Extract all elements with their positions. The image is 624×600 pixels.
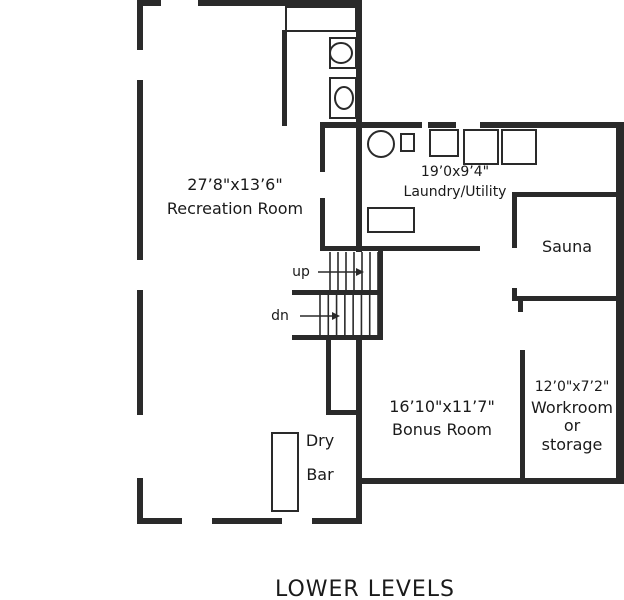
dryer <box>501 129 537 165</box>
wall-laundry-top-1 <box>320 122 422 128</box>
wall-sauna-left-stub <box>512 288 517 300</box>
dry-bar-line1: Dry <box>306 431 334 450</box>
plan-title: LOWER LEVELS <box>275 577 455 600</box>
laundry-sink <box>367 207 415 233</box>
wall-sauna-top <box>512 192 620 197</box>
wall-bath-left <box>282 30 287 126</box>
wall-sauna-bottom <box>512 296 620 301</box>
washer <box>463 129 499 165</box>
wall-left-mid1 <box>137 80 143 260</box>
dry-bar-counter <box>271 432 299 512</box>
sauna-name: Sauna <box>542 237 592 256</box>
workroom-line2: or <box>564 416 581 435</box>
wall-sauna-left <box>512 192 517 248</box>
recreation-room-name: Recreation Room <box>167 199 303 218</box>
utility-unit-1 <box>429 129 459 157</box>
wall-laundry-left <box>356 122 362 252</box>
walls <box>137 0 624 524</box>
wall-stair-bottom <box>292 335 382 340</box>
down-arrow-head <box>332 312 340 320</box>
stair-arrows <box>300 268 364 320</box>
utility-box <box>400 133 415 152</box>
wall-rec-right-lower <box>356 478 362 524</box>
wall-bottom-1 <box>137 518 182 524</box>
bathtub-frame <box>285 6 357 32</box>
up-arrow-head <box>356 268 364 276</box>
wall-laundry-top-3 <box>480 122 624 128</box>
sink-basin <box>334 86 354 110</box>
wall-laundry-top-2 <box>428 122 456 128</box>
bonus-room-name: Bonus Room <box>392 420 492 439</box>
wall-bath-right <box>356 0 362 128</box>
wall-stair-mid <box>292 290 382 295</box>
wall-laundry-bottom <box>320 246 480 251</box>
fixtures <box>271 6 537 512</box>
wall-bottom-2 <box>212 518 282 524</box>
wall-top-right <box>198 0 360 6</box>
wall-workroom-left <box>520 350 525 480</box>
toilet-bowl <box>329 42 353 64</box>
stairs-up-label: up <box>292 264 310 280</box>
wall-top-left <box>137 0 161 6</box>
recreation-room-dims: 27’8"x13’6" <box>187 175 282 194</box>
stairs-down-label: dn <box>271 308 289 324</box>
wall-sauna-door-jamb <box>518 296 523 312</box>
dry-bar-line2: Bar <box>306 465 334 484</box>
wall-closet-left <box>326 338 331 414</box>
wall-bottom-right <box>356 478 624 484</box>
workroom-dims: 12’0"x7’2" <box>535 379 610 395</box>
wall-left-top <box>137 0 143 50</box>
workroom-line3: storage <box>542 435 603 454</box>
bonus-room-dims: 16’10"x11’7" <box>389 397 495 416</box>
workroom-line1: Workroom <box>531 398 613 417</box>
wall-bottom-3 <box>312 518 362 524</box>
wall-right <box>616 122 624 484</box>
wall-left-bot <box>137 478 143 524</box>
water-heater <box>367 130 395 158</box>
wall-rec-laundry-lower <box>320 198 325 250</box>
wall-rec-laundry-upper <box>320 122 325 172</box>
labels: 27’8"x13’6" Recreation Room 19’0x9’4" La… <box>167 164 613 600</box>
laundry-dims: 19’0x9’4" <box>421 164 489 180</box>
wall-closet-bottom <box>326 410 360 415</box>
wall-left-mid2 <box>137 290 143 415</box>
laundry-name: Laundry/Utility <box>404 184 507 200</box>
